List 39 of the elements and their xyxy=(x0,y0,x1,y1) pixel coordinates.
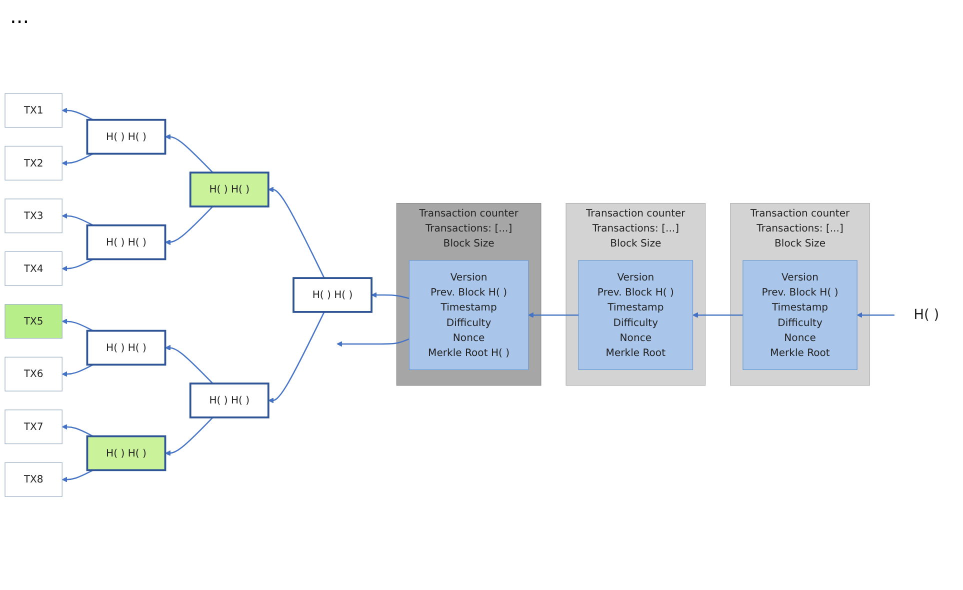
node-box: H( ) H( ) xyxy=(86,330,166,366)
arrow xyxy=(62,318,94,332)
arrow xyxy=(62,470,94,482)
node-box: TX5 xyxy=(4,304,62,339)
node-box: Version Prev. Block H( ) Timestamp Difficulty Nonce Merkle Root xyxy=(742,260,858,370)
node-text: H( ) xyxy=(914,307,940,323)
node-box: H( ) H( ) xyxy=(189,382,270,418)
node-box: H( ) H( ) xyxy=(86,118,166,155)
node-box: TX6 xyxy=(4,356,62,392)
node-box: TX1 xyxy=(4,93,62,128)
node-box: H( ) H( ) xyxy=(86,224,166,260)
arrow xyxy=(371,292,410,300)
node-box: H( ) H( ) xyxy=(86,435,166,472)
arrow xyxy=(165,206,214,246)
node-box: Version Prev. Block H( ) Timestamp Difficulty Nonce Merkle Root xyxy=(578,260,694,370)
arrow xyxy=(62,424,94,437)
arrow xyxy=(528,312,579,318)
node-box: Version Prev. Block H( ) Timestamp Difficulty Nonce Merkle Root H( ) xyxy=(408,260,529,370)
node-box: H( ) H( ) xyxy=(292,277,372,313)
node-box: TX7 xyxy=(4,410,62,444)
arrow xyxy=(692,312,743,318)
ellipsis-label: ... xyxy=(10,4,30,28)
arrow xyxy=(268,186,325,278)
arrow xyxy=(336,338,410,347)
arrow xyxy=(62,213,94,226)
arrow xyxy=(62,364,94,377)
arrow xyxy=(62,108,94,120)
node-box: TX3 xyxy=(4,198,62,234)
arrow xyxy=(165,416,214,456)
node-box: TX4 xyxy=(4,251,62,286)
node-box: TX2 xyxy=(4,146,62,180)
arrow xyxy=(856,312,895,318)
arrow xyxy=(165,344,214,384)
node-box: TX8 xyxy=(4,462,62,497)
arrow xyxy=(62,153,94,166)
arrow xyxy=(62,258,94,272)
arrow xyxy=(268,312,325,404)
node-box: H( ) H( ) xyxy=(189,172,270,208)
arrow xyxy=(165,134,214,174)
